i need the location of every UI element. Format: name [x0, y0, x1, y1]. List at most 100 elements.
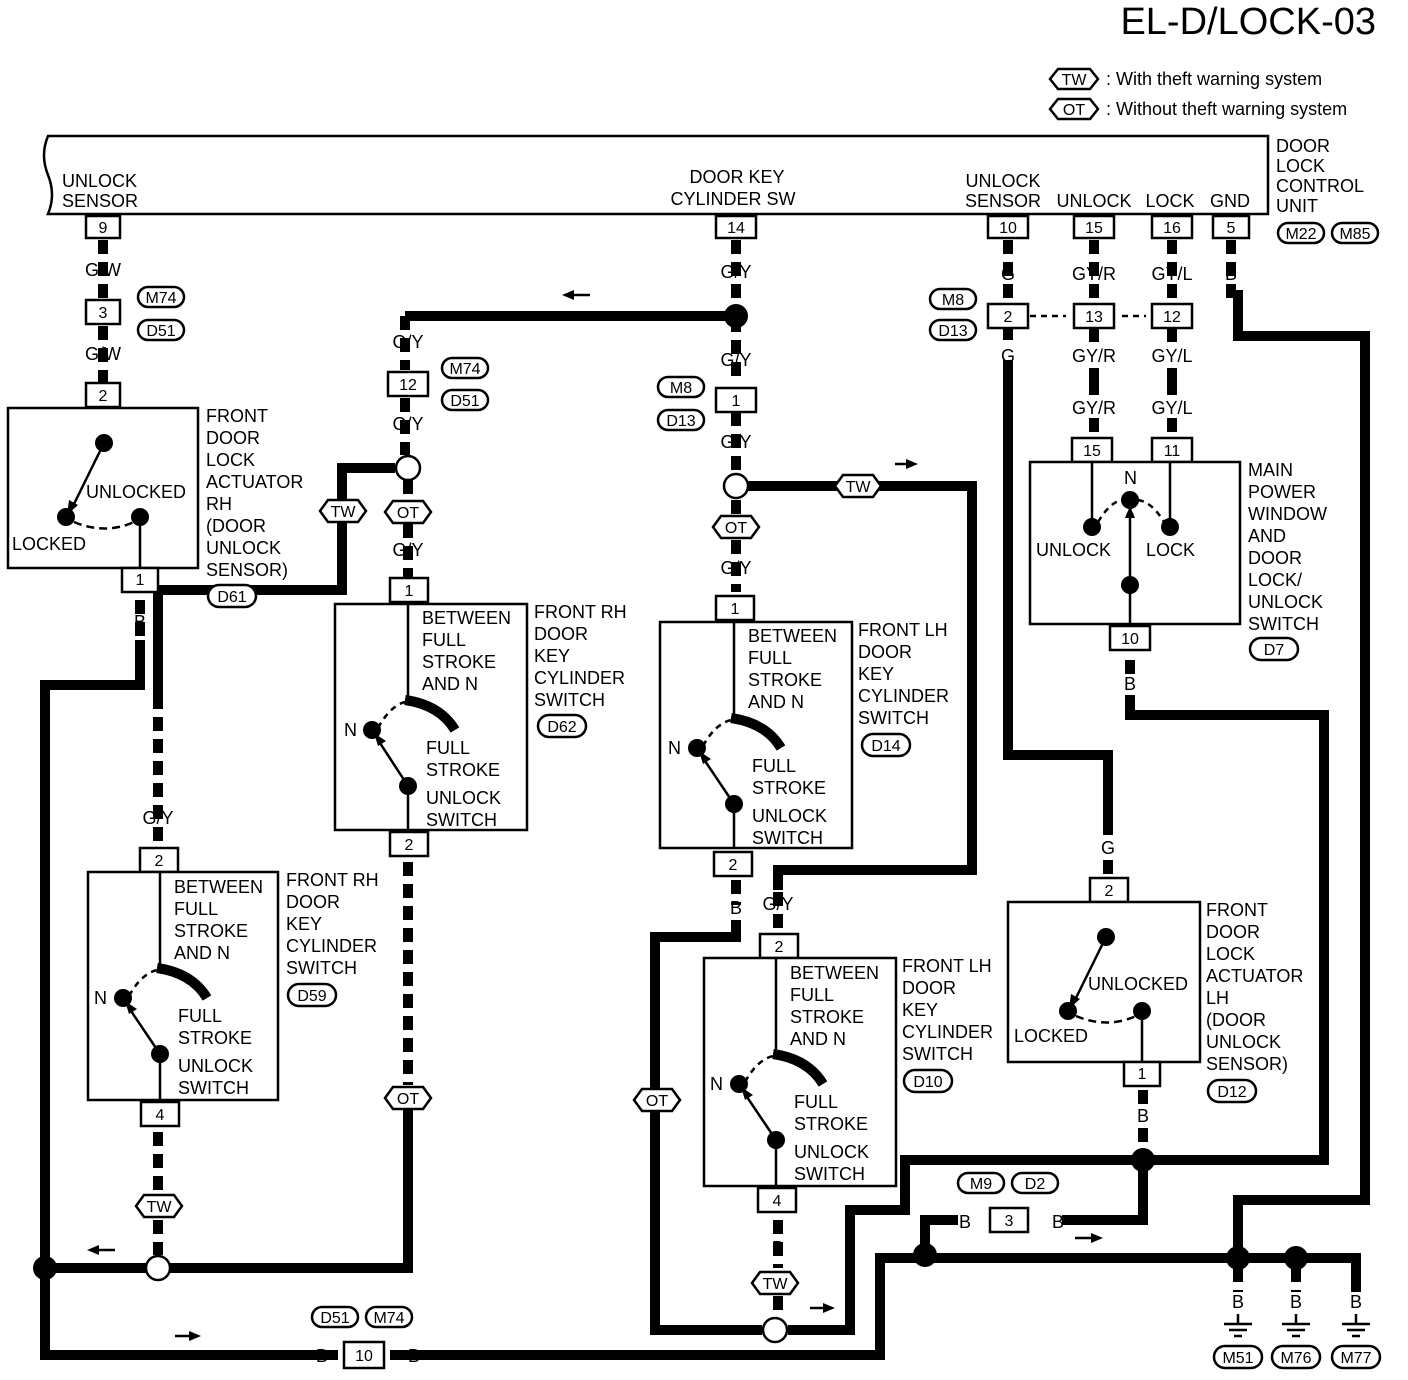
svg-text:D10: D10 [913, 1074, 942, 1091]
svg-text:B: B [1225, 264, 1237, 284]
tw-tag: TW [318, 498, 368, 524]
svg-text:OT: OT [397, 505, 419, 522]
svg-text:B: B [1232, 1292, 1244, 1312]
legend-ot: OT : Without theft warning system [1048, 97, 1347, 121]
svg-text:DOOR: DOOR [1276, 136, 1330, 156]
system-tags: TW OT TW OT OT OT TW TW [134, 473, 883, 1296]
svg-text:MAIN: MAIN [1248, 460, 1293, 480]
svg-text:B: B [1350, 1292, 1362, 1312]
svg-text:5: 5 [1227, 220, 1236, 237]
svg-text:FULL: FULL [426, 738, 470, 758]
svg-text:3: 3 [1005, 1213, 1014, 1230]
svg-text:OT: OT [397, 1091, 419, 1108]
svg-text:G/Y: G/Y [142, 808, 173, 828]
svg-text:B: B [959, 1212, 971, 1232]
svg-text:1: 1 [405, 583, 414, 600]
legend: TW : With theft warning system OT : With… [1048, 67, 1347, 121]
svg-text:STROKE: STROKE [426, 760, 500, 780]
svg-text:UNLOCK: UNLOCK [1206, 1032, 1281, 1052]
svg-text:SENSOR): SENSOR) [1206, 1054, 1288, 1074]
svg-text:SWITCH: SWITCH [426, 810, 497, 830]
control-unit-body [42, 134, 1270, 216]
svg-text:SWITCH: SWITCH [1248, 614, 1319, 634]
svg-text:CYLINDER: CYLINDER [534, 668, 625, 688]
svg-text:2: 2 [1105, 883, 1114, 900]
svg-text:M22: M22 [1285, 226, 1316, 243]
wire-labels: G/W G/W B G/Y G/Y G/Y G/Y G/Y G/Y G/Y B … [85, 260, 1362, 1366]
svg-text:FULL: FULL [748, 648, 792, 668]
svg-text:G: G [1101, 838, 1115, 858]
svg-text:GY/R: GY/R [1072, 398, 1116, 418]
svg-text:KEY: KEY [534, 646, 570, 666]
svg-text:15: 15 [1085, 220, 1103, 237]
svg-text:FRONT: FRONT [206, 406, 268, 426]
svg-text:TW: TW [763, 1276, 789, 1293]
svg-text:STROKE: STROKE [178, 1028, 252, 1048]
svg-text:FRONT LH: FRONT LH [902, 956, 992, 976]
connector-id-badge [1330, 221, 1380, 245]
svg-text:GY/L: GY/L [1151, 398, 1192, 418]
svg-text:SWITCH: SWITCH [858, 708, 929, 728]
svg-text:D13: D13 [938, 323, 967, 340]
svg-text:G/Y: G/Y [392, 414, 423, 434]
front-lh-key-cylinder-switch-d14: 1 N BETWEEN FULL STROKE AND N FULL STROK… [658, 594, 949, 878]
svg-text:UNLOCK: UNLOCK [206, 538, 281, 558]
svg-text:STROKE: STROKE [174, 921, 248, 941]
svg-text:DOOR: DOOR [286, 892, 340, 912]
svg-text:DOOR: DOOR [858, 642, 912, 662]
svg-text:16: 16 [1163, 220, 1181, 237]
svg-text:SWITCH: SWITCH [902, 1044, 973, 1064]
ot-tag: OT [632, 1087, 682, 1113]
svg-text:D61: D61 [217, 589, 246, 606]
svg-text:GND: GND [1210, 191, 1250, 211]
svg-text:DOOR: DOOR [1206, 922, 1260, 942]
svg-text:12: 12 [399, 377, 417, 394]
svg-text:B: B [1124, 674, 1136, 694]
svg-text:SENSOR: SENSOR [965, 191, 1041, 211]
main-power-window-door-lock-switch: 15 11 N UNLOCK LOCK 10 MAIN POWER WINDOW… [1028, 436, 1327, 662]
svg-text:10: 10 [999, 220, 1017, 237]
svg-text:DOOR: DOOR [1248, 548, 1302, 568]
svg-text:9: 9 [99, 220, 108, 237]
svg-text:12: 12 [1163, 309, 1181, 326]
svg-text:13: 13 [1085, 309, 1103, 326]
svg-text:FRONT: FRONT [1206, 900, 1268, 920]
connector-id-badge [1276, 221, 1326, 245]
svg-text:14: 14 [727, 220, 745, 237]
svg-text:UNLOCKED: UNLOCKED [86, 482, 186, 502]
tw-tag: TW [134, 1193, 184, 1219]
svg-text:G/Y: G/Y [392, 332, 423, 352]
svg-text:UNLOCK: UNLOCK [794, 1142, 869, 1162]
svg-text:B: B [730, 898, 742, 918]
svg-text:DOOR: DOOR [206, 428, 260, 448]
svg-text:UNLOCK: UNLOCK [1036, 540, 1111, 560]
svg-text:M8: M8 [670, 380, 692, 397]
svg-text:B: B [408, 1346, 420, 1366]
svg-text:B: B [1052, 1212, 1064, 1232]
svg-text:BETWEEN: BETWEEN [422, 608, 511, 628]
svg-text:LOCKED: LOCKED [1014, 1026, 1088, 1046]
svg-text:KEY: KEY [902, 1000, 938, 1020]
svg-text:2: 2 [1004, 309, 1013, 326]
svg-text:G/Y: G/Y [720, 262, 751, 282]
svg-text:CYLINDER SW: CYLINDER SW [670, 189, 795, 209]
svg-text:UNLOCKED: UNLOCKED [1088, 974, 1188, 994]
ot-tag: OT [383, 1085, 433, 1111]
svg-text:FULL: FULL [790, 985, 834, 1005]
svg-text:2: 2 [405, 837, 414, 854]
svg-text:FRONT RH: FRONT RH [534, 602, 627, 622]
svg-text:LOCK: LOCK [1276, 156, 1325, 176]
svg-text:KEY: KEY [858, 664, 894, 684]
svg-text:D13: D13 [666, 413, 695, 430]
svg-text:G/Y: G/Y [392, 540, 423, 560]
svg-text:M85: M85 [1339, 226, 1370, 243]
svg-text:1: 1 [732, 393, 741, 410]
svg-text:ACTUATOR: ACTUATOR [206, 472, 303, 492]
svg-text:N: N [668, 738, 681, 758]
svg-text:4: 4 [773, 1193, 782, 1210]
ot-tag: OT [383, 499, 433, 525]
svg-text:G/W: G/W [85, 344, 121, 364]
svg-text:LOCK: LOCK [1146, 540, 1195, 560]
connector-m8-d13-1: 1 M8 D13 [656, 375, 758, 432]
